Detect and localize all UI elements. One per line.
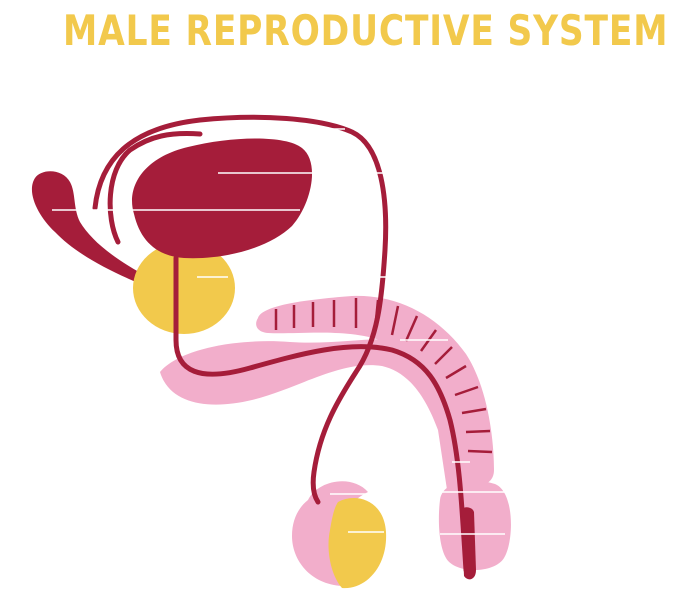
penile-shaft (256, 295, 494, 486)
testis (328, 497, 387, 589)
label-lines (52, 128, 512, 535)
prostate (133, 242, 235, 334)
ureter (107, 131, 203, 245)
urethra (173, 255, 469, 573)
vas-deferens (92, 114, 389, 505)
glans (438, 480, 511, 570)
seminal-vesicle (31, 171, 156, 289)
page-title: MALE REPRODUCTIVE SYSTEM (63, 6, 669, 55)
urethral-opening (461, 507, 476, 580)
bladder (132, 138, 313, 259)
corpus-spongiosum (160, 339, 488, 503)
